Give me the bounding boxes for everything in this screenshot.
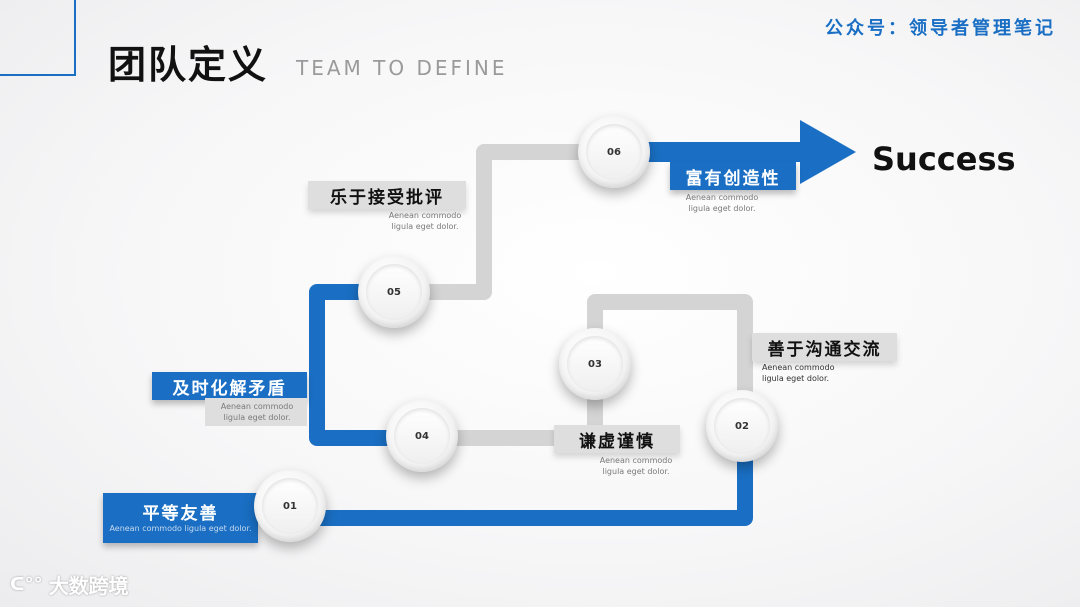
step-01-label: 平等友善 (142, 504, 219, 524)
step-03-desc: Aenean commodo ligula eget dolor. (599, 456, 673, 476)
step-05-node: 05 (358, 256, 430, 328)
step-02-label: 善于沟通交流 (767, 339, 882, 360)
step-04-desc: Aenean commodo ligula eget dolor. (220, 402, 294, 422)
step-06-label-box: 富有创造性 (670, 162, 796, 190)
step-03-node: 03 (559, 328, 631, 400)
step-01-desc: Aenean commodo ligula eget dolor. (109, 524, 252, 533)
track-gray-02-04 (422, 294, 753, 446)
step-06-desc: Aenean commodo ligula eget dolor. (685, 193, 759, 213)
step-03-label-box: 谦虚谨慎 (554, 425, 680, 453)
step-06-node: 06 (578, 116, 650, 188)
step-02-node: 02 (706, 390, 778, 462)
watermark: ᑕ°° 大数跨境 (10, 570, 129, 599)
step-04-number: 04 (394, 408, 450, 464)
watermark-logo-icon: ᑕ°° (10, 574, 43, 595)
step-03-label: 谦虚谨慎 (579, 431, 655, 452)
track-blue-04-05 (309, 284, 422, 446)
success-arrow (615, 120, 856, 184)
page-subtitle: TEAM TO DEFINE (296, 56, 508, 80)
step-04-label: 及时化解矛盾 (172, 378, 287, 399)
step-06-label: 富有创造性 (685, 168, 781, 189)
step-05-number: 05 (366, 264, 422, 320)
step-04-label-box: 及时化解矛盾 (152, 372, 307, 400)
corner-frame (0, 0, 76, 76)
step-05-desc: Aenean commodo ligula eget dolor. (388, 211, 462, 231)
step-02-desc: Aenean commodo ligula eget dolor. (762, 363, 835, 383)
page-title: 团队定义 (108, 43, 269, 87)
step-06-number: 06 (586, 124, 642, 180)
track-gray-05-06 (395, 144, 615, 300)
step-01-node: 01 (254, 470, 326, 542)
success-text: Success (872, 140, 1016, 178)
step-03-number: 03 (567, 336, 623, 392)
step-04-desc-box (205, 398, 307, 426)
step-05-label: 乐于接受批评 (330, 187, 444, 208)
step-01-label-box: 平等友善 (103, 493, 258, 543)
step-05-label-box: 乐于接受批评 (308, 181, 466, 209)
step-01-number: 01 (262, 478, 318, 534)
step-02-label-box: 善于沟通交流 (752, 333, 897, 361)
step-02-number: 02 (714, 398, 770, 454)
watermark-text: 大数跨境 (48, 574, 129, 598)
brand-text: 公众号：领导者管理笔记 (825, 18, 1056, 39)
step-04-node: 04 (386, 400, 458, 472)
